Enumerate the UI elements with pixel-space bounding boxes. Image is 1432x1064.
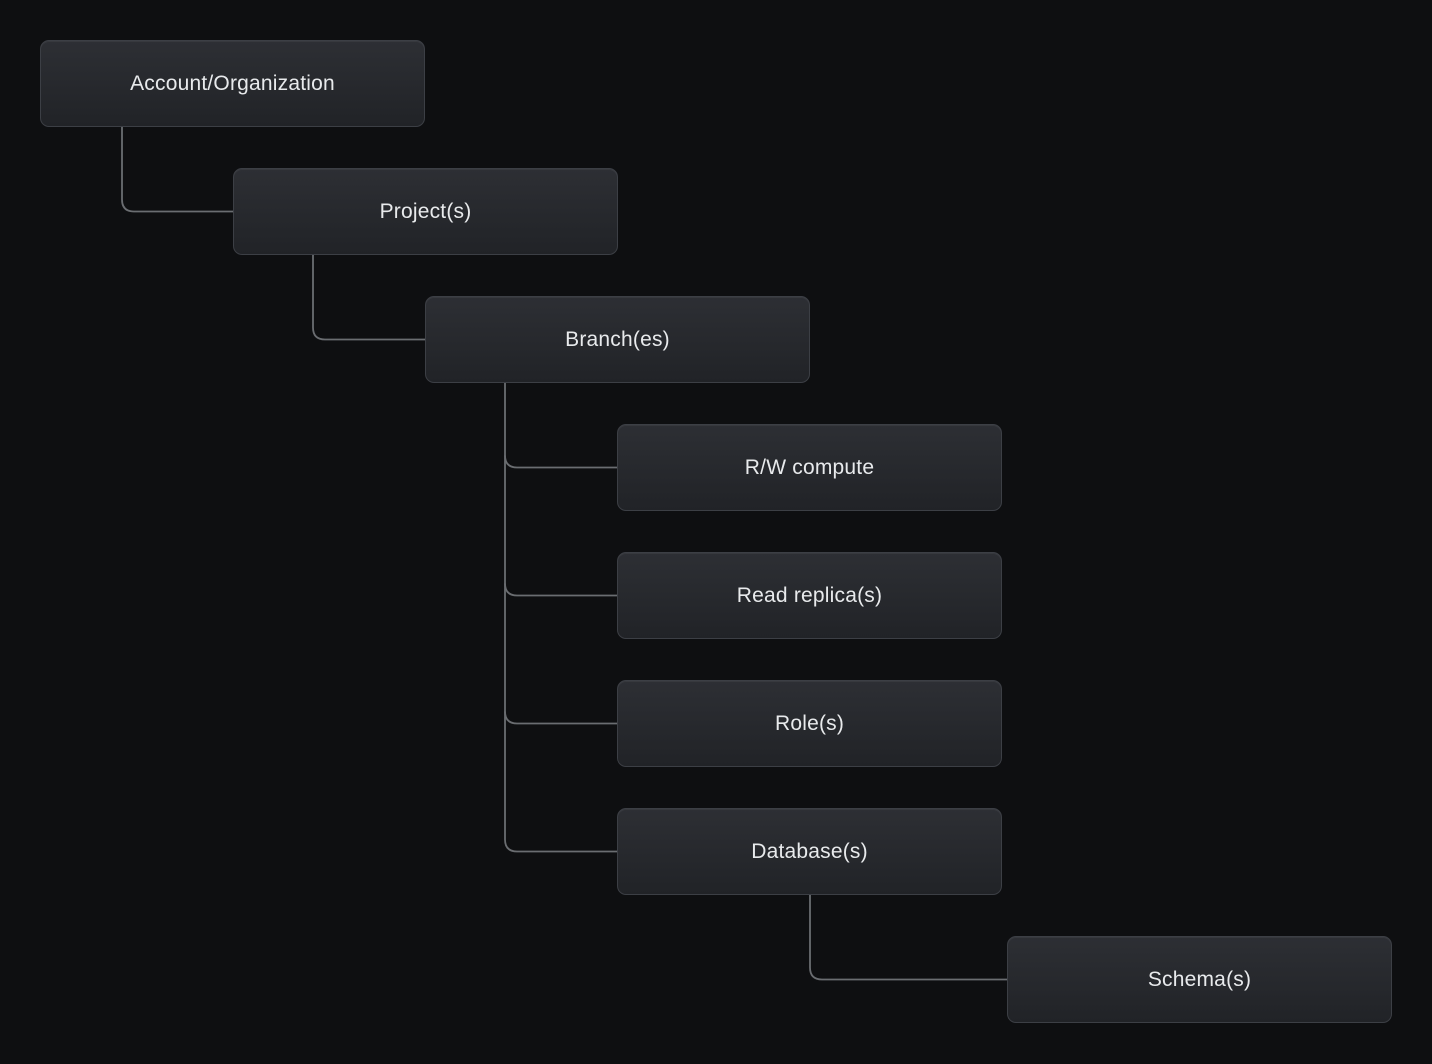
connector-branch-trunk	[504, 383, 617, 853]
connector-branch-to-role	[504, 711, 617, 725]
node-databases: Database(s)	[617, 808, 1002, 895]
node-branches: Branch(es)	[425, 296, 810, 383]
connector-database-to-schema	[809, 895, 1007, 981]
connector-project-to-branch	[312, 255, 425, 341]
node-read-replicas: Read replica(s)	[617, 552, 1002, 639]
node-rw-compute: R/W compute	[617, 424, 1002, 511]
connector-branch-to-rw-compute	[504, 455, 617, 469]
node-account-organization: Account/Organization	[40, 40, 425, 127]
node-projects: Project(s)	[233, 168, 618, 255]
connector-account-to-project	[121, 127, 233, 213]
node-schemas: Schema(s)	[1007, 936, 1392, 1023]
node-roles: Role(s)	[617, 680, 1002, 767]
connector-branch-to-read-replica	[504, 583, 617, 597]
